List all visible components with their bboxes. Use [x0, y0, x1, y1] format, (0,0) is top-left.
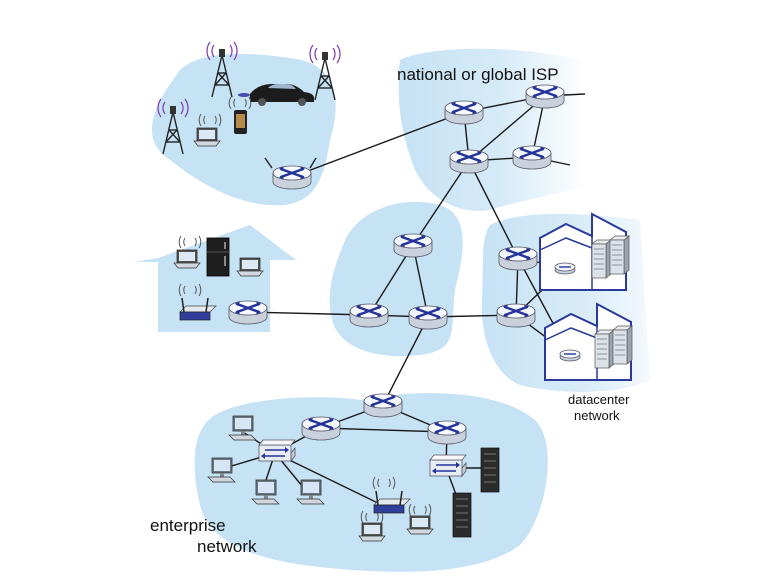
router-icon [443, 99, 485, 126]
switch-icon [258, 439, 296, 462]
car-icon [250, 84, 314, 106]
regional-network-region [329, 201, 463, 357]
router-icon [362, 392, 404, 419]
laptop-icon [406, 515, 434, 535]
router-icon [497, 245, 539, 272]
router-icon [348, 302, 390, 329]
phone-icon [234, 110, 247, 134]
router-icon [300, 415, 342, 442]
router-icon [524, 83, 566, 110]
mobile-gateway-router [264, 157, 317, 191]
router-icon [227, 299, 269, 326]
laptop-icon [358, 522, 386, 542]
server-icon [609, 235, 630, 275]
fridge-icon [206, 237, 230, 277]
router-icon [407, 304, 449, 331]
desktop-icon [296, 479, 325, 505]
server-icon [594, 329, 615, 369]
server-icon [612, 325, 633, 365]
desktop-icon [251, 479, 280, 505]
enterprise-label-line2: network [197, 537, 257, 556]
router-icon [511, 144, 553, 171]
datacenter-switch [554, 262, 576, 275]
router-icon [392, 232, 434, 259]
datacenter-label-line2: network [574, 408, 620, 423]
server-icon [591, 239, 612, 279]
server-rack-icon [452, 492, 472, 538]
enterprise-label-line1: enterprise [150, 516, 226, 535]
wireless-signal-icon [238, 93, 250, 97]
router-icon [426, 419, 468, 446]
laptop-icon [236, 257, 264, 277]
datacenter-label-line1: datacenter [568, 392, 630, 407]
router-icon [495, 302, 537, 329]
desktop-icon [228, 415, 257, 441]
router-icon [271, 164, 313, 191]
desktop-icon [207, 457, 236, 483]
isp-label: national or global ISP [397, 65, 559, 84]
laptop-icon [193, 127, 221, 147]
laptop-icon [173, 249, 201, 269]
server-rack-icon [480, 447, 500, 493]
switch-icon [429, 454, 467, 477]
datacenter-switch [559, 349, 581, 362]
router-icon [448, 148, 490, 175]
